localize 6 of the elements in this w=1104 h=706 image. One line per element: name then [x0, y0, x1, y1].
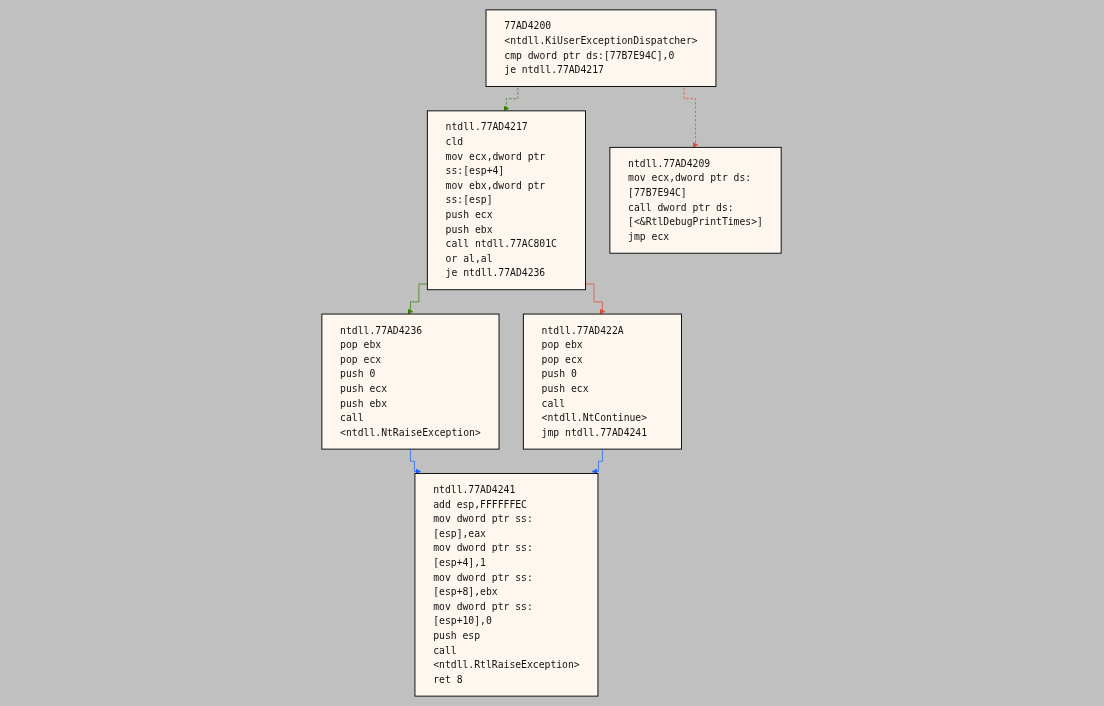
node-box: ntdll.77AD4209 mov ecx,dword ptr ds:[77B7E94C] call dword ptr ds:[<&RtlDebugPrintTimes>] jmp ecx — [609, 146, 783, 254]
node-box: ntdll.77AD4236 pop ebx pop ecx push 0 push ecx push ebx call <ntdll.NtRaiseException> — [321, 313, 500, 450]
node-box: ntdll.77AD4217 cld mov ecx,dword ptr ss:[esp+4] mov ebx,dword ptr ss:[esp] push ecx push ebx call ntdll.77AC801C or al,al je ntdll.77AD4236 — [427, 110, 587, 291]
node-box: ntdll.77AD422A pop ebx pop ecx push 0 push ecx call <ntdll.NtContinue> jmp ntdll.77AD4241 — [523, 313, 683, 450]
node-box: ntdll.77AD4241 add esp,FFFFFFEC mov dword ptr ss:[esp],eax mov dword ptr ss:[esp+4],1 mov dword ptr ss:[esp+8],ebx mov dword ptr ss:[esp+10],0 push esp call <ntdll.RtlRaiseException> ret 8 — [414, 473, 599, 697]
node-box: 77AD4200 <ntdll.KiUserExceptionDispatcher> cmp dword ptr ds:[77B7E94C],0 je ntdll.77AD4217 — [486, 9, 717, 87]
